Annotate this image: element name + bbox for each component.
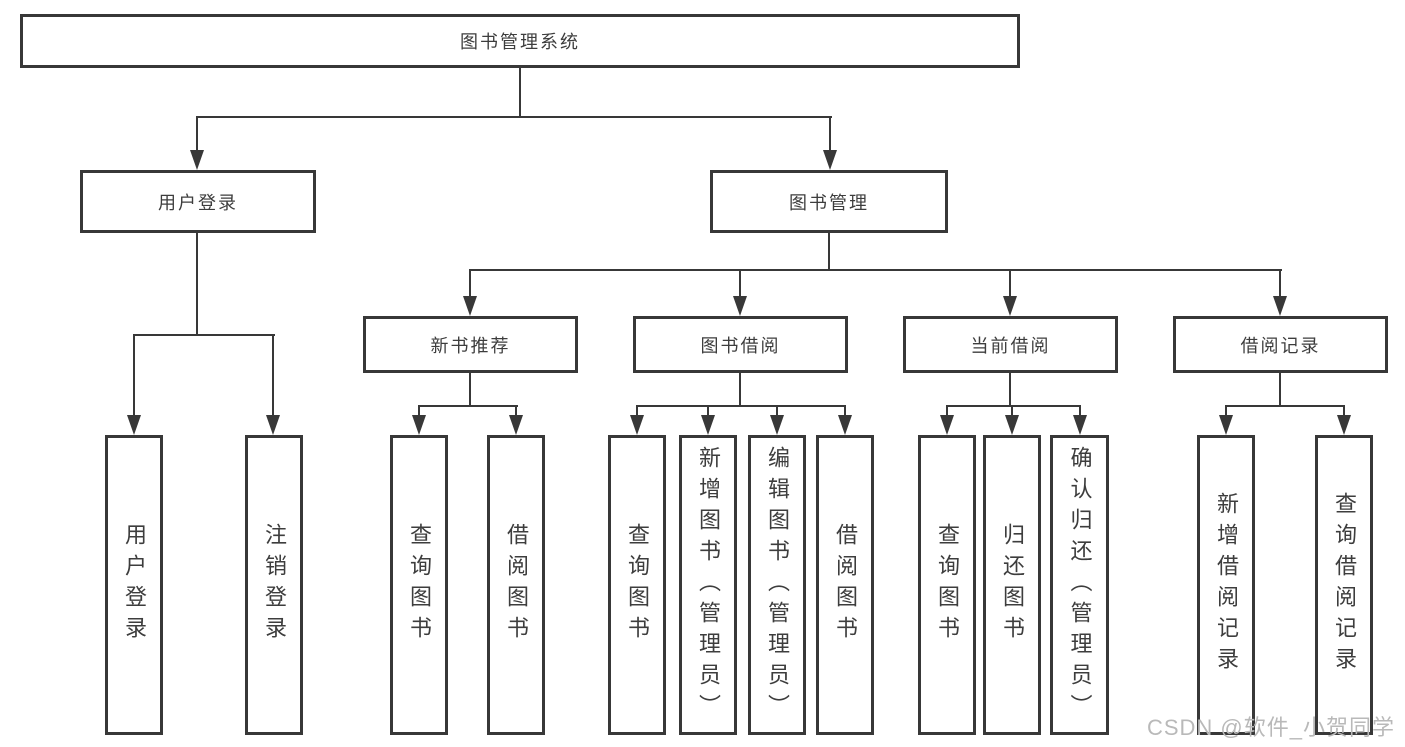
arrowhead-down <box>1219 415 1233 435</box>
node-user-login-label: 用户登录 <box>158 192 238 213</box>
leaf-label: 查询借阅记录 <box>1332 492 1357 678</box>
leaf-label: 归还图书 <box>1000 523 1025 647</box>
leaf-user-login: 用户登录 <box>105 435 163 735</box>
leaf-label: 新增借阅记录 <box>1214 492 1239 678</box>
connector-line <box>196 231 198 336</box>
connector-line <box>707 405 709 417</box>
arrowhead-down <box>770 415 784 435</box>
connector-line <box>469 371 471 407</box>
arrowhead-down <box>823 150 837 170</box>
connector-line <box>196 116 832 118</box>
connector-line <box>739 371 741 407</box>
connector-line <box>946 405 948 417</box>
arrowhead-down <box>266 415 280 435</box>
arrowhead-down <box>630 415 644 435</box>
arrowhead-down <box>838 415 852 435</box>
arrowhead-down <box>1073 415 1087 435</box>
node-borrowing-records-label: 借阅记录 <box>1240 335 1321 356</box>
node-root-label: 图书管理系统 <box>460 32 580 52</box>
connector-line <box>133 334 275 336</box>
leaf-borrow-book: 借阅图书 <box>816 435 874 735</box>
leaf-label: 确认归还（管理员） <box>1067 445 1093 725</box>
arrowhead-down <box>1273 296 1287 316</box>
leaf-edit-book-admin: 编辑图书（管理员） <box>748 435 806 735</box>
connector-line <box>469 269 471 297</box>
node-current-borrowing: 当前借阅 <box>903 316 1118 373</box>
node-root: 图书管理系统 <box>20 14 1020 68</box>
leaf-logout: 注销登录 <box>245 435 303 735</box>
leaf-label: 注销登录 <box>262 523 287 647</box>
connector-line <box>1279 269 1281 297</box>
arrowhead-down <box>190 150 204 170</box>
connector-line <box>515 405 517 417</box>
leaf-label: 查询图书 <box>625 523 650 647</box>
leaf-add-book-admin: 新增图书（管理员） <box>679 435 737 735</box>
connector-line <box>1079 405 1081 417</box>
leaf-query-book: 查询图书 <box>390 435 448 735</box>
node-new-book-recommend: 新书推荐 <box>363 316 578 373</box>
connector-line <box>1225 405 1227 417</box>
connector-line <box>739 269 741 297</box>
leaf-add-borrow-record: 新增借阅记录 <box>1197 435 1255 735</box>
leaf-label: 新增图书（管理员） <box>696 445 721 725</box>
connector-line <box>1011 405 1013 417</box>
arrowhead-down <box>1337 415 1351 435</box>
arrowhead-down <box>412 415 426 435</box>
connector-line <box>829 116 831 152</box>
arrowhead-down <box>733 296 747 316</box>
connector-line <box>1343 405 1345 417</box>
arrowhead-down <box>463 296 477 316</box>
leaf-query-book: 查询图书 <box>608 435 666 735</box>
connector-line <box>946 405 1081 407</box>
leaf-label: 编辑图书（管理员） <box>765 445 790 725</box>
leaf-query-book: 查询图书 <box>918 435 976 735</box>
connector-line <box>636 405 846 407</box>
leaf-confirm-return-admin: 确认归还（管理员） <box>1050 435 1109 735</box>
node-book-management: 图书管理 <box>710 170 948 233</box>
node-book-borrowing-label: 图书借阅 <box>700 335 781 356</box>
node-new-book-recommend-label: 新书推荐 <box>430 335 511 356</box>
connector-line <box>776 405 778 417</box>
connector-line <box>469 269 1282 271</box>
leaf-return-book: 归还图书 <box>983 435 1041 735</box>
leaf-query-borrow-record: 查询借阅记录 <box>1315 435 1373 735</box>
arrowhead-down <box>509 415 523 435</box>
leaf-label: 查询图书 <box>935 523 960 647</box>
node-book-borrowing: 图书借阅 <box>633 316 848 373</box>
leaf-borrow-book: 借阅图书 <box>487 435 545 735</box>
connector-line <box>272 334 274 416</box>
leaf-label: 借阅图书 <box>504 523 529 647</box>
arrowhead-down <box>1003 296 1017 316</box>
node-book-management-label: 图书管理 <box>789 192 869 213</box>
connector-line <box>828 231 830 271</box>
arrowhead-down <box>940 415 954 435</box>
leaf-label: 借阅图书 <box>833 523 858 647</box>
arrowhead-down <box>127 415 141 435</box>
node-borrowing-records: 借阅记录 <box>1173 316 1388 373</box>
connector-line <box>418 405 518 407</box>
connector-line <box>1009 371 1011 407</box>
leaf-label: 查询图书 <box>407 523 432 647</box>
connector-line <box>418 405 420 417</box>
leaf-label: 用户登录 <box>122 523 147 647</box>
arrowhead-down <box>701 415 715 435</box>
connector-line <box>519 66 521 118</box>
connector-line <box>1279 371 1281 407</box>
connector-line <box>636 405 638 417</box>
connector-line <box>844 405 846 417</box>
node-current-borrowing-label: 当前借阅 <box>970 335 1051 356</box>
connector-line <box>1009 269 1011 297</box>
connector-line <box>133 334 135 416</box>
csdn-watermark: CSDN @软件_小贺同学 <box>1146 715 1395 740</box>
connector-line <box>196 116 198 152</box>
arrowhead-down <box>1005 415 1019 435</box>
node-user-login: 用户登录 <box>80 170 316 233</box>
connector-line <box>1225 405 1345 407</box>
